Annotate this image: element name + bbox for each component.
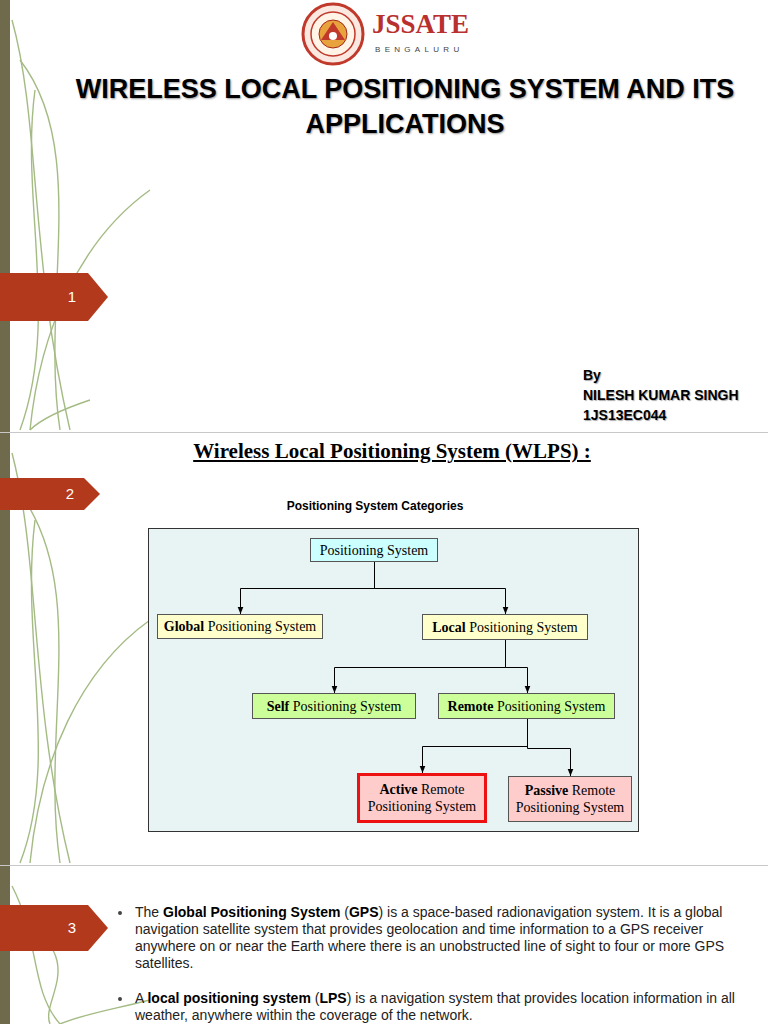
tree-connector (506, 640, 528, 693)
node-rest: Positioning System (289, 699, 401, 714)
highlighted-box: Active Remote Positioning System (357, 773, 487, 823)
body-text: and time information to a (462, 921, 616, 937)
category-box: Local Positioning System (422, 614, 588, 640)
node-label: Passive Remote Positioning System (513, 782, 627, 816)
diagram-panel (149, 529, 639, 832)
side-bar (0, 0, 10, 432)
college-name: JSSATE (372, 8, 482, 40)
slide-number: 3 (60, 919, 84, 937)
author-name: NILESH KUMAR SINGH (583, 386, 763, 404)
node-keyword: Passive (525, 783, 569, 798)
node-rest: Positioning System (204, 619, 316, 634)
bullet-dot (118, 911, 122, 915)
author-line: By (583, 366, 763, 384)
category-box: Remote Positioning System (438, 693, 615, 719)
body-text: The (135, 904, 159, 920)
body-text: that provides (302, 921, 382, 937)
college-emblem (303, 4, 363, 64)
node-label: Remote Positioning System (448, 698, 606, 715)
diagram-caption: Positioning System Categories (200, 498, 550, 514)
slide-tab (0, 478, 100, 510)
node-label: Positioning System (320, 542, 429, 559)
node-keyword: Local (432, 620, 465, 635)
body-text: GPS receiver (620, 921, 703, 937)
tree-connector (335, 640, 506, 693)
college-city: BENGALURU (375, 45, 485, 55)
category-box: Global Positioning System (157, 614, 323, 639)
node-rest: Positioning System (493, 699, 605, 714)
bullet-text: A local positioning system (LPS) is a na… (135, 990, 753, 1024)
body-text: ) is a space-based radionavigation syste… (379, 904, 682, 920)
slide-number: 1 (60, 288, 84, 306)
body-text: ( (315, 990, 320, 1006)
slide-separator (0, 865, 768, 866)
tree-connector (528, 719, 571, 776)
body-text: geolocation (386, 921, 458, 937)
slide-heading: Wireless Local Positioning System (WLPS)… (100, 438, 684, 464)
body-text: ( (344, 904, 349, 920)
node-label: Active Remote Positioning System (364, 781, 480, 815)
slide-number: 2 (58, 485, 82, 503)
node-keyword: Self (267, 699, 290, 714)
node-label: Self Positioning System (267, 698, 402, 715)
slide-separator (0, 432, 768, 433)
decor-curves (12, 20, 150, 1024)
body-text: anywhere on or near the Earth where ther… (135, 938, 724, 971)
node-label: Local Positioning System (432, 619, 577, 636)
category-box: Self Positioning System (252, 693, 416, 719)
bullet-text: The Global Positioning System (GPS) is a… (135, 904, 753, 972)
node-keyword: Remote (448, 699, 494, 714)
node-keyword: Global (164, 619, 204, 634)
bold-term: LPS (319, 990, 346, 1006)
slide-title: WIRELESS LOCAL POSITIONING SYSTEM AND IT… (60, 72, 750, 142)
root-box: Positioning System (310, 538, 438, 562)
node-rest: Positioning System (466, 620, 578, 635)
category-box: Passive Remote Positioning System (508, 776, 632, 822)
bold-term: local positioning system (147, 990, 310, 1006)
author-id: 1JS13EC044 (583, 406, 763, 424)
body-text: A (135, 990, 144, 1006)
bold-term: Global Positioning System (163, 904, 340, 920)
slide-tab (0, 905, 108, 951)
bold-term: GPS (349, 904, 379, 920)
node-label: Global Positioning System (164, 618, 317, 635)
slide-tab (0, 273, 108, 321)
bullet-dot (118, 997, 122, 1001)
node-keyword: Active (379, 782, 417, 797)
tree-connector (423, 719, 528, 773)
tree-connector (375, 562, 506, 614)
tree-connector (241, 562, 375, 614)
